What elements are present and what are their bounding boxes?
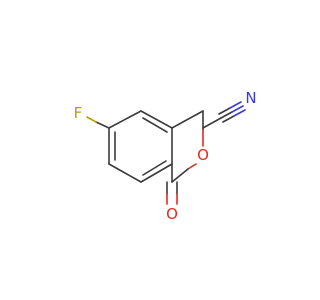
bond-ring-top-right [140,110,173,129]
carbonyl-oxygen-atom: O [166,205,178,223]
triple-bond-upper-carbon [218,107,231,115]
bond-ch2 [171,110,204,129]
bond-ch-nitrile-carbon [202,117,222,129]
nitrile-nitrogen-atom: N [245,89,256,107]
bond-o-carbonyl-carbon-half [171,168,189,183]
bond-c-f-carbon [95,121,110,129]
triple-bond-upper-nitrogen [229,101,242,109]
double-bond-inner-top [142,117,168,133]
fluorine-atom: F [74,104,83,122]
bond-ring-top-left [108,110,142,129]
bond-o-carbonyl-oxygen-half [187,163,197,170]
bond-c-f-fluorine [86,116,97,123]
triple-bond-lower-carbon [222,115,235,123]
bond-ring-bottom-left [108,163,142,183]
bond-ring-bottom-right [140,163,173,183]
structure-canvas: F O O N [73,89,257,223]
benzene-ring [108,110,173,183]
triple-bond-lower-nitrogen [233,109,246,117]
ring-oxygen-atom: O [197,146,209,164]
lactone-ring [171,110,204,183]
molecule-diagram: F O O N [74,89,257,223]
triple-bond-center-carbon [220,111,233,119]
triple-bond-center-nitrogen [231,105,244,113]
double-bond-inner-bottom [142,160,167,176]
